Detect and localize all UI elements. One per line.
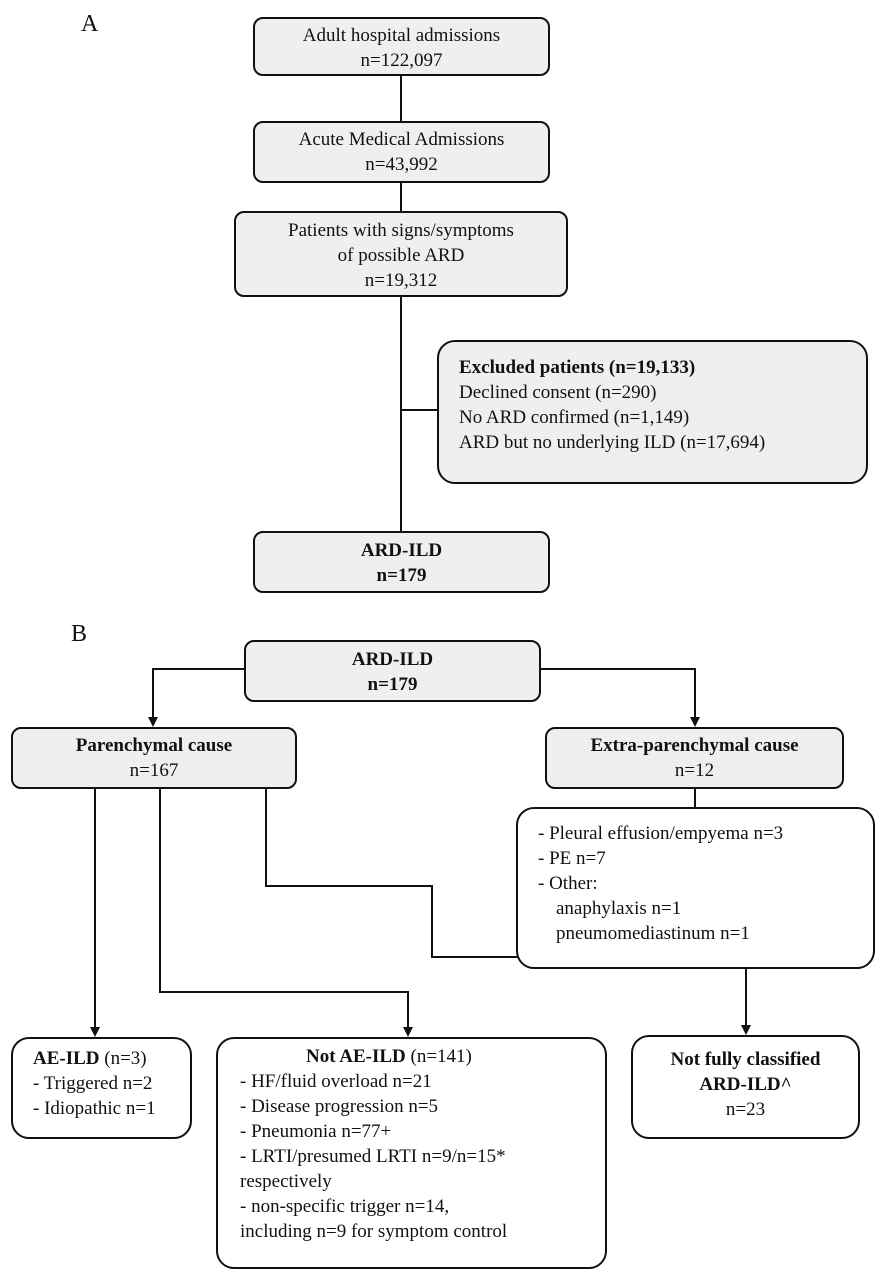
excluded-item: No ARD confirmed (n=1,149): [459, 407, 690, 428]
admissions-count: n=122,097: [360, 50, 443, 71]
not-ae-ild-item: - non-specific trigger n=14,: [240, 1196, 450, 1217]
not-fully-line2: ARD-ILD^: [699, 1074, 792, 1095]
extra-parenchymal-box: Extra-parenchymal cause n=12: [545, 727, 844, 789]
extra-detail-item: - Other:: [538, 873, 598, 894]
not-ae-ild-item: including n=9 for symptom control: [240, 1221, 508, 1242]
possible-ard-box: Patients with signs/symptoms of possible…: [234, 211, 568, 297]
extra-detail-box: - Pleural effusion/empyema n=3 - PE n=7 …: [516, 807, 875, 969]
extra-detail-item: pneumomediastinum n=1: [556, 923, 750, 944]
extra-count: n=12: [674, 760, 715, 781]
excluded-title: Excluded patients (n=19,133): [459, 357, 696, 378]
panel-label-b: B: [71, 621, 88, 647]
ard-ild-count-a: n=179: [376, 565, 427, 586]
not-fully-count: n=23: [725, 1099, 766, 1120]
panel-label-a: A: [81, 11, 99, 37]
ae-ild-count: (n=3): [104, 1048, 147, 1069]
not-ae-ild-title: Not AE-ILD: [306, 1046, 406, 1067]
ard-ild-box-a: ARD-ILD n=179: [253, 531, 550, 593]
not-fully-classified-box: Not fully classified ARD-ILD^ n=23: [631, 1035, 860, 1139]
parenchymal-box: Parenchymal cause n=167: [11, 727, 297, 789]
ae-ild-item: - Idiopathic n=1: [33, 1098, 156, 1119]
extra-detail-item: anaphylaxis n=1: [556, 898, 682, 919]
arrow-to-extra: [541, 668, 700, 727]
arrow-to-not-ae-ild: [159, 789, 413, 1037]
extra-title: Extra-parenchymal cause: [590, 735, 799, 756]
extra-detail-item: - PE n=7: [538, 848, 606, 869]
acute-title: Acute Medical Admissions: [298, 129, 505, 150]
ard-ild-title-b: ARD-ILD: [351, 649, 434, 670]
possible-count: n=19,312: [364, 270, 438, 291]
not-ae-ild-item: respectively: [240, 1171, 332, 1192]
admissions-title: Adult hospital admissions: [302, 25, 501, 46]
excluded-item: ARD but no underlying ILD (n=17,694): [459, 432, 766, 453]
parenchymal-count: n=167: [129, 760, 179, 781]
ae-ild-title: AE-ILD: [33, 1048, 100, 1069]
not-ae-ild-item: - HF/fluid overload n=21: [240, 1071, 432, 1092]
parenchymal-title: Parenchymal cause: [75, 735, 233, 756]
not-fully-line1: Not fully classified: [670, 1049, 821, 1070]
not-ae-ild-item: - LRTI/presumed LRTI n=9/n=15*: [240, 1146, 506, 1167]
not-ae-ild-count: (n=141): [410, 1046, 472, 1067]
admissions-box: Adult hospital admissions n=122,097: [253, 17, 550, 76]
possible-line1: Patients with signs/symptoms: [288, 220, 514, 241]
not-ae-ild-item: - Disease progression n=5: [240, 1096, 439, 1117]
not-ae-ild-box: Not AE-ILD (n=141) - HF/fluid overload n…: [216, 1037, 607, 1269]
acute-admissions-box: Acute Medical Admissions n=43,992: [253, 121, 550, 183]
arrow-to-parenchymal: [148, 668, 244, 727]
ard-ild-box-b: ARD-ILD n=179: [244, 640, 541, 702]
not-ae-ild-item: - Pneumonia n=77+: [240, 1121, 392, 1142]
extra-detail-item: - Pleural effusion/empyema n=3: [538, 823, 784, 844]
arrow-to-not-fully: [265, 789, 751, 1035]
acute-count: n=43,992: [365, 154, 438, 175]
excluded-box: Excluded patients (n=19,133) Declined co…: [437, 340, 868, 484]
possible-line2: of possible ARD: [337, 245, 465, 266]
ard-ild-title-a: ARD-ILD: [360, 540, 443, 561]
excluded-item: Declined consent (n=290): [459, 382, 657, 403]
ae-ild-item: - Triggered n=2: [33, 1073, 153, 1094]
ard-ild-count-b: n=179: [367, 674, 418, 695]
ae-ild-box: AE-ILD (n=3) - Triggered n=2 - Idiopathi…: [11, 1037, 192, 1139]
